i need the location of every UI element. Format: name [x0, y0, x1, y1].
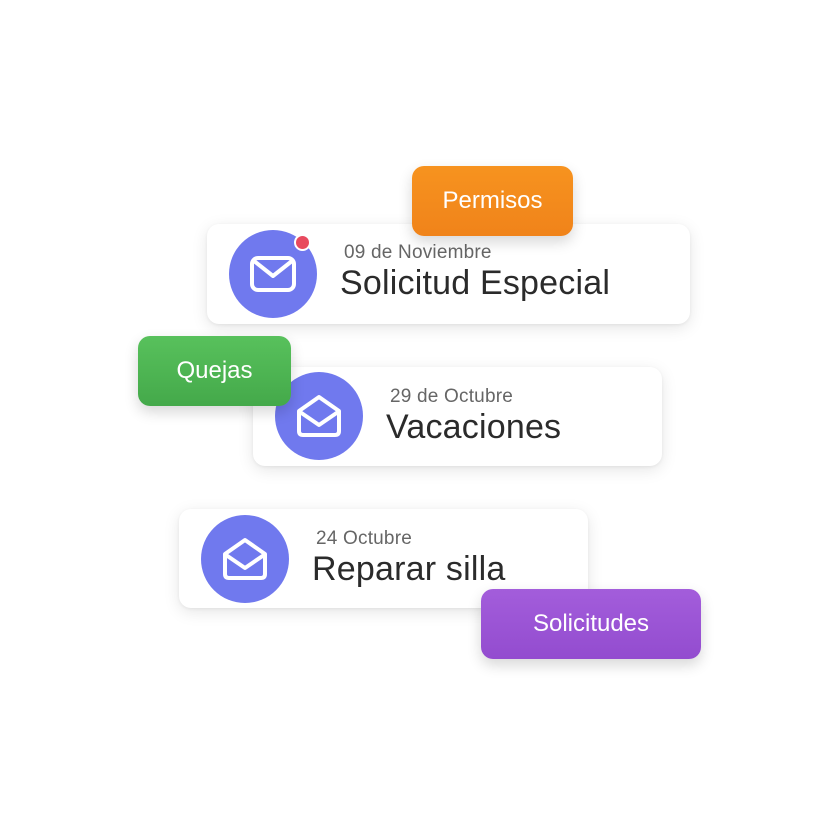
card-date: 24 Octubre [316, 528, 412, 549]
card-title: Solicitud Especial [340, 264, 611, 302]
card-date: 29 de Octubre [390, 386, 514, 407]
envelope-open-icon [275, 372, 363, 460]
envelope-open-icon [201, 515, 289, 603]
card-title: Reparar silla [312, 550, 506, 588]
card-date: 09 de Noviembre [344, 242, 492, 263]
card-title: Vacaciones [386, 408, 562, 446]
envelope-closed-icon [229, 230, 317, 318]
tag-solicitudes[interactable]: Solicitudes [481, 589, 701, 659]
tag-permisos[interactable]: Permisos [412, 166, 573, 236]
request-card-solicitud-especial[interactable]: 09 de Noviembre Solicitud Especial [207, 224, 690, 324]
unread-dot [294, 234, 311, 251]
tag-quejas[interactable]: Quejas [138, 336, 291, 406]
request-card-vacaciones[interactable]: 29 de Octubre Vacaciones [253, 367, 662, 466]
